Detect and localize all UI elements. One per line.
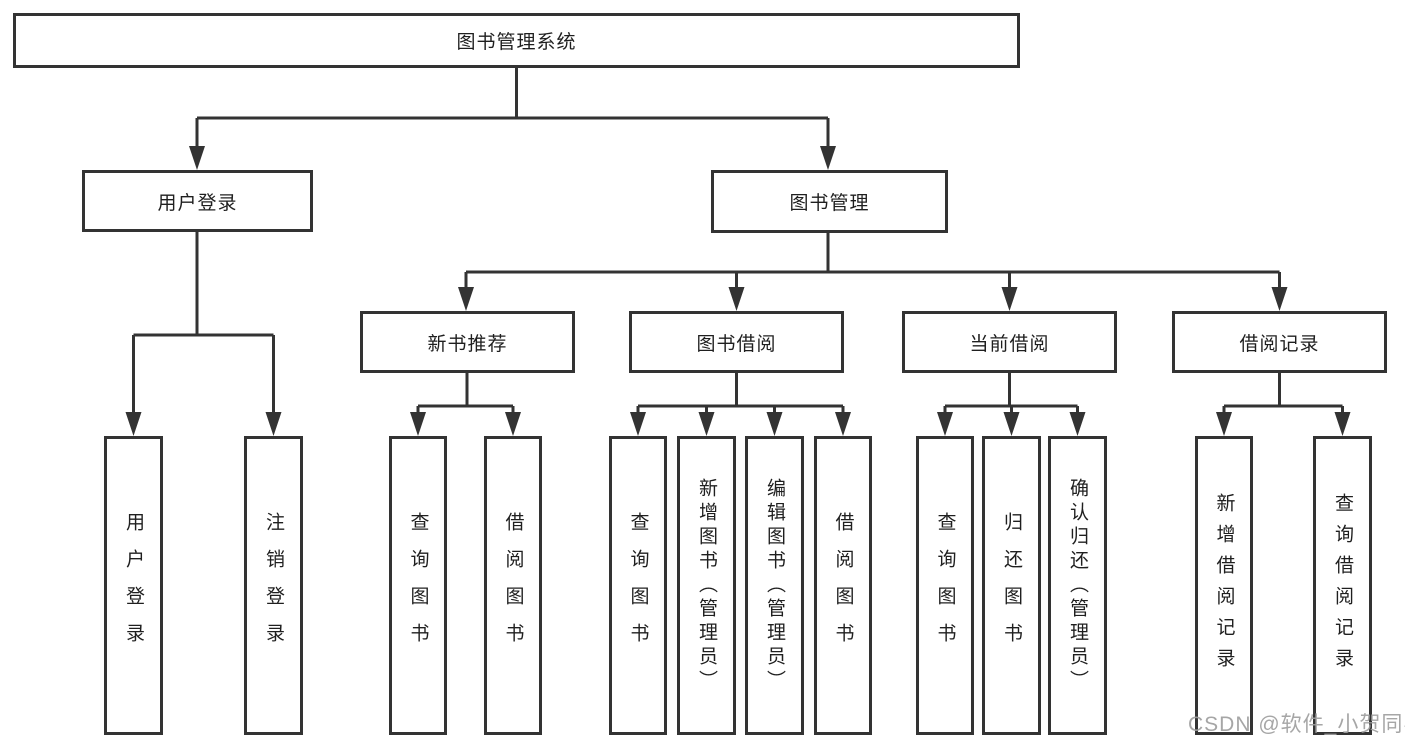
leaf-confirm-return-admin: 确认归还（管理员）: [1048, 436, 1107, 735]
leaf-query-borrow-record: 查询借阅记录: [1313, 436, 1372, 735]
leaf-user-login: 用户登录: [104, 436, 163, 735]
leaf-query-books-borrow: 查询图书: [609, 436, 667, 735]
leaf-edit-book-admin: 编辑图书（管理员）: [745, 436, 804, 735]
node-library-system: 图书管理系统: [13, 13, 1020, 68]
node-book-management-branch: 图书管理: [711, 170, 948, 233]
leaf-add-book-admin: 新增图书（管理员）: [677, 436, 736, 735]
leaf-borrow-books: 借阅图书: [814, 436, 872, 735]
node-book-borrow: 图书借阅: [629, 311, 844, 373]
arrowhead-icons: [125, 146, 1351, 436]
leaf-query-books-current: 查询图书: [916, 436, 974, 735]
node-current-borrow: 当前借阅: [902, 311, 1117, 373]
leaf-return-book: 归还图书: [982, 436, 1041, 735]
leaf-borrow-books-recommend: 借阅图书: [484, 436, 542, 735]
node-borrow-records: 借阅记录: [1172, 311, 1387, 373]
node-new-book-recommend: 新书推荐: [360, 311, 575, 373]
node-user-login-branch: 用户登录: [82, 170, 313, 232]
watermark: CSDN @软件_小贺同学: [1188, 713, 1405, 736]
leaf-add-borrow-record: 新增借阅记录: [1195, 436, 1253, 735]
leaf-logout: 注销登录: [244, 436, 303, 735]
leaf-query-books-recommend: 查询图书: [389, 436, 447, 735]
